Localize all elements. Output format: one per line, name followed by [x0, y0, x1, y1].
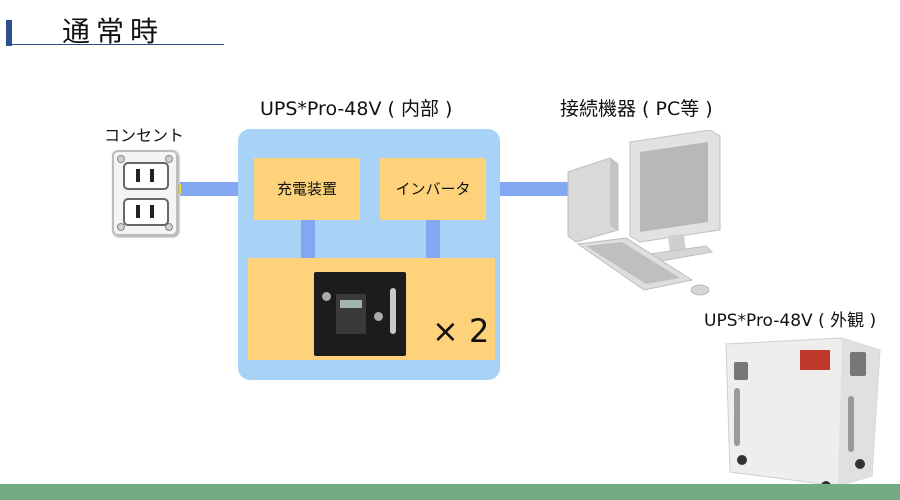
outlet-socket — [123, 198, 169, 226]
battery-terminal — [374, 312, 383, 321]
battery-terminal — [322, 292, 331, 301]
inverter-label: インバータ — [395, 180, 471, 198]
battery-unit-image — [314, 272, 406, 356]
battery-count-label: × 2 — [432, 312, 490, 350]
inverter-battery-link — [426, 220, 440, 258]
ups-to-pc-connector — [500, 182, 570, 196]
charger-battery-link — [301, 220, 315, 258]
ups-exterior-image — [725, 337, 881, 490]
heading-underline — [6, 44, 224, 45]
outlet-to-ups-connector — [180, 182, 238, 196]
ups-internal-title: UPS*Pro-48V ( 内部 ) — [260, 98, 453, 120]
pc-illustration — [567, 130, 721, 296]
wall-outlet-icon — [112, 150, 178, 236]
ups-external-title: UPS*Pro-48V ( 外観 ) — [704, 311, 877, 331]
page-title: 通常時 — [62, 15, 165, 48]
outlet-socket — [123, 162, 169, 190]
charger-block: 充電装置 — [254, 158, 360, 220]
outlet-label: コンセント — [104, 126, 185, 145]
battery-front-panel — [336, 294, 366, 334]
outlet-screw — [165, 155, 173, 163]
footer-band — [0, 484, 900, 500]
outlet-screw — [117, 155, 125, 163]
outlet-screw — [165, 223, 173, 231]
outlet-screw — [117, 223, 125, 231]
inverter-block: インバータ — [380, 158, 486, 220]
heading-accent-bar — [6, 20, 12, 46]
battery-handle — [390, 288, 396, 334]
battery-display — [340, 300, 362, 308]
connected-device-title: 接続機器 ( PC等 ) — [560, 98, 713, 120]
charger-label: 充電装置 — [276, 180, 337, 198]
